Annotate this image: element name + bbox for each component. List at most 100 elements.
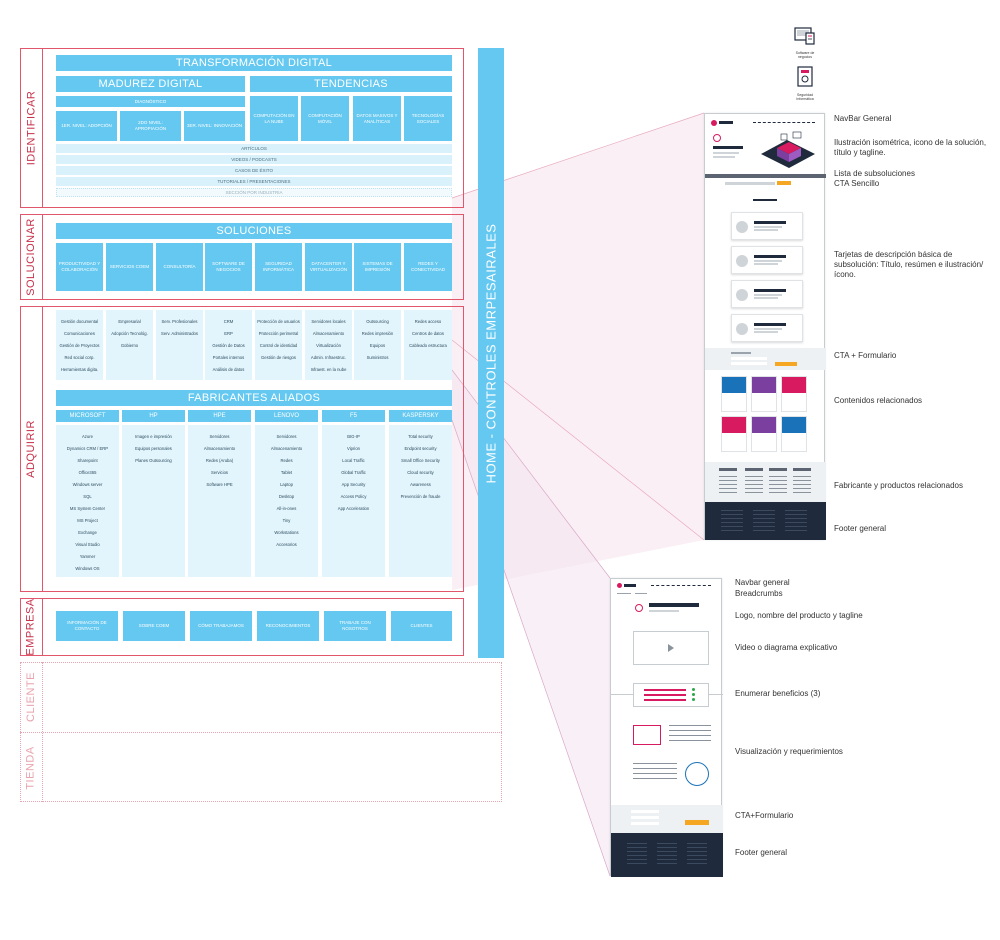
list-software: CRM ERP Gestión de Datos Portales intern…	[205, 310, 252, 380]
icon-seguridad-label: Seguridad Informática	[796, 93, 814, 101]
label-logo-producto: Logo, nombre del producto y tagline	[735, 611, 863, 620]
wireframe-product-page	[610, 578, 723, 877]
wire-tagline	[713, 152, 739, 154]
wire2-visual-box	[633, 725, 661, 745]
home-vertical-bar: HOME - CONTROLES EMRPESAIRALES	[478, 48, 504, 658]
label-fabricante: Fabricante y productos relacionados	[834, 481, 963, 490]
list-redes: Redes acceso Centros de datos Cableado e…	[404, 310, 452, 380]
wire-card-1	[731, 212, 803, 240]
wire-solution-icon	[713, 134, 721, 142]
list-item: BIG-IP	[347, 434, 360, 439]
wire2-breadcrumb	[617, 593, 631, 594]
nivel-1: 1er. NIVEL: ADOPCIÓN	[56, 111, 117, 141]
label-contenidos: Contenidos relacionados	[834, 396, 923, 405]
list-item: Servidores	[276, 434, 297, 439]
solucion-seguridad: SEGURIDAD INFORMÁTICA	[255, 243, 302, 291]
wire2-nav-menu	[651, 585, 711, 586]
list-item: Exchange	[78, 530, 97, 535]
list-item: Protección de usuarios	[257, 319, 300, 324]
list-item: Gestión documental	[60, 319, 99, 324]
label-visualizacion: Visualización y requerimientos	[735, 747, 843, 756]
sep-solucionar	[42, 214, 43, 300]
wire-subnav-strip	[705, 174, 826, 178]
solucion-datacenter: DATACENTER Y VIRTUALIZACIÓN	[305, 243, 352, 291]
security-icon	[797, 66, 813, 87]
nivel-3: 3er. NIVEL: INNOVACIÓN	[184, 111, 245, 141]
list-item: Total security	[408, 434, 433, 439]
wire-related-4	[721, 416, 747, 452]
empresa-trabaje: TRABAJE CON NOSOTROS	[324, 611, 386, 641]
list-item: Empresarial	[118, 319, 141, 324]
title-tendencias: TENDENCIAS	[250, 76, 452, 92]
title-madurez-digital: MADUREZ DIGITAL	[56, 76, 245, 92]
list-item: Accesorios	[276, 542, 297, 547]
label-beneficios: Enumerar beneficios (3)	[735, 689, 821, 698]
section-empresa	[20, 598, 464, 656]
fabricante-hpe: HPE	[188, 410, 251, 422]
wire-logo-dot	[711, 120, 717, 126]
list-item: App Security	[341, 482, 366, 487]
icon-software-label: Software de negocios	[795, 51, 815, 59]
wire-list-bar	[725, 182, 775, 185]
list-item: Equipos personales	[135, 446, 172, 451]
list-item: Adopción Tecnológ.	[111, 331, 148, 336]
list-item: Infraest. en la nube	[310, 367, 347, 372]
label-cta-formulario: CTA + Formulario	[834, 351, 897, 360]
list-item: Redes impresión	[361, 331, 394, 336]
list-item: Servicios	[211, 470, 228, 475]
icon-seguridad-group: Seguridad Informática	[790, 66, 820, 101]
list-item: Redes	[280, 458, 293, 463]
title-fabricantes: FABRICANTES ALIADOS	[56, 390, 452, 406]
list-kaspersky: Total security Endpoint security Small O…	[389, 425, 452, 577]
list-item: Protección perimetral	[258, 331, 299, 336]
nivel-2: 2do NIVEL: APROPIACIÓN	[120, 111, 181, 141]
label-tarjetas: Tarjetas de descripción básica de subsol…	[834, 250, 984, 279]
list-item: Gestión de riesgos	[261, 355, 296, 360]
list-item: Virtualización	[316, 343, 341, 348]
list-microsoft: Azure Dynamics CRM / ERP Sharepoint Offi…	[56, 425, 119, 577]
wire2-video-box	[633, 631, 709, 665]
solucion-consultoria: CONSULTORÍA	[156, 243, 203, 291]
list-item: Local Traffic	[342, 458, 365, 463]
list-hpe: Servidores Almacenamiento Redes (Aruba) …	[188, 425, 251, 577]
home-vertical-label: HOME - CONTROLES EMRPESAIRALES	[483, 223, 499, 483]
list-impresion: Outsourcing Redes impresión Equipos Sumi…	[354, 310, 401, 380]
list-item: CRM	[223, 319, 234, 324]
list-item: Gobierno	[120, 343, 139, 348]
wireframe-solution-page	[704, 113, 826, 540]
row-casos: CASOS DE ÉXITO	[56, 166, 452, 175]
list-item: Suministros	[366, 355, 389, 360]
list-item: Equipos	[369, 343, 386, 348]
wire-section-title	[753, 199, 777, 201]
empresa-reconocimientos: RECONOCIMIENTOS	[257, 611, 319, 641]
list-item: Awareness	[410, 482, 431, 487]
list-item: Planes Outsourcing	[135, 458, 172, 463]
wire2-logo-bar	[624, 584, 636, 587]
list-item: Almacenamiento	[312, 331, 345, 336]
list-item: Serv. Profesionales	[161, 319, 198, 324]
solucion-impresion: SISTEMAS DE IMPRESIÓN	[354, 243, 401, 291]
section-adquirir	[20, 306, 464, 592]
wire2-lines-2	[633, 763, 677, 781]
row-industria: SECCIÓN POR INDUSTRIA	[56, 188, 452, 197]
list-item: MS Project	[77, 518, 98, 523]
list-item: Workstations	[274, 530, 299, 535]
wire-card-4	[731, 314, 803, 342]
wire-logo-bar	[719, 121, 733, 124]
label-ilustracion: Ilustración isométrica, icono de la solu…	[834, 138, 987, 157]
wire2-requirements-lines	[669, 725, 711, 745]
list-item: Sharepoint	[77, 458, 98, 463]
list-item: Portales internos	[212, 355, 245, 360]
list-item: Imagen e impresión	[135, 434, 172, 439]
wire-nav-menu	[753, 122, 815, 123]
list-item: Laptop	[280, 482, 293, 487]
empresa-contacto: INFORMACIÓN DE CONTACTO	[56, 611, 118, 641]
sep-adquirir	[42, 306, 43, 592]
wire-related-5	[751, 416, 777, 452]
section-identificar	[20, 48, 464, 208]
title-soluciones: SOLUCIONES	[56, 223, 452, 239]
solucion-servicios: SERVICIOS COEM	[106, 243, 153, 291]
play-icon	[668, 644, 674, 652]
list-servicios: Empresarial Adopción Tecnológ. Gobierno	[106, 310, 153, 380]
label-navbar-general: NavBar General	[834, 114, 892, 123]
